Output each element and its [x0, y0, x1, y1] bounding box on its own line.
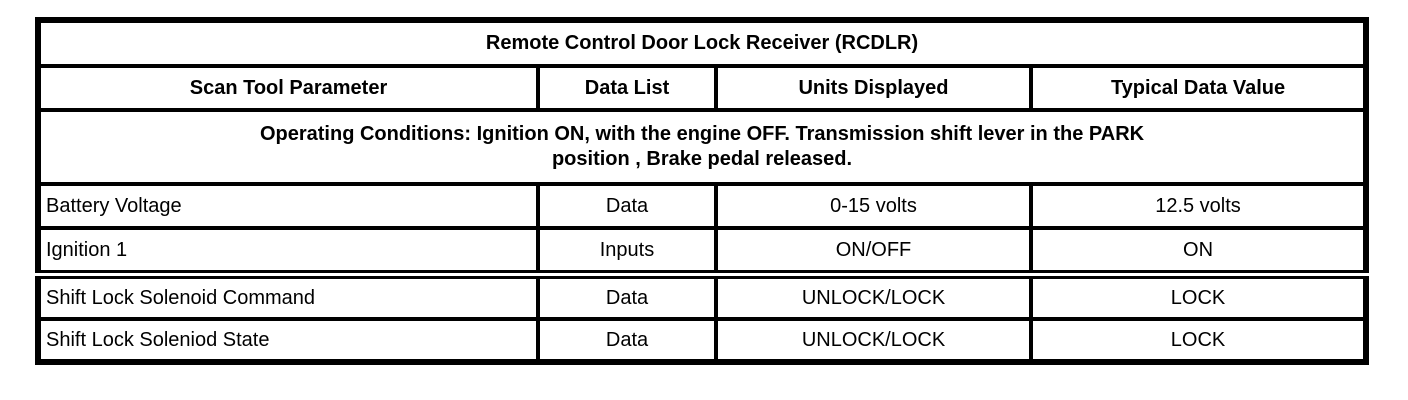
cell-data-list: Data — [536, 317, 718, 364]
operating-conditions-cell: Operating Conditions: Ignition ON, with … — [35, 108, 1369, 186]
cell-units-displayed: ON/OFF — [714, 226, 1033, 279]
table-title-row: Remote Control Door Lock Receiver (RCDLR… — [35, 18, 1369, 68]
rcdlr-scan-tool-table: Remote Control Door Lock Receiver (RCDLR… — [35, 17, 1370, 365]
cell-parameter: Battery Voltage — [36, 182, 540, 230]
cell-units-displayed: UNLOCK/LOCK — [714, 317, 1033, 364]
column-header-typical-data-value: Typical Data Value — [1028, 64, 1369, 112]
column-header-units-displayed: Units Displayed — [714, 64, 1033, 112]
operating-conditions-line2: position , Brake pedal released. — [551, 148, 853, 170]
operating-conditions-row: Operating Conditions: Ignition ON, with … — [35, 108, 1369, 186]
cell-parameter: Shift Lock Soleniod State — [36, 317, 540, 364]
cell-typical-data-value: LOCK — [1028, 272, 1369, 321]
table-row-shift-lock-solenoid-command: Shift Lock Solenoid Command Data UNLOCK/… — [36, 272, 1369, 321]
table-title: Remote Control Door Lock Receiver (RCDLR… — [35, 18, 1369, 68]
cell-data-list: Data — [536, 182, 718, 230]
cell-typical-data-value: 12.5 volts — [1028, 182, 1369, 230]
column-header-scan-tool-parameter: Scan Tool Parameter — [36, 64, 540, 112]
cell-units-displayed: UNLOCK/LOCK — [714, 272, 1033, 321]
table-row-battery-voltage: Battery Voltage Data 0-15 volts 12.5 vol… — [36, 182, 1369, 230]
operating-conditions-line1: Operating Conditions: Ignition ON, with … — [259, 123, 1145, 145]
column-header-data-list: Data List — [536, 64, 718, 112]
table-row-ignition-1: Ignition 1 Inputs ON/OFF ON — [36, 226, 1369, 279]
cell-parameter: Ignition 1 — [36, 226, 540, 279]
table-row-shift-lock-soleniod-state: Shift Lock Soleniod State Data UNLOCK/LO… — [36, 317, 1369, 364]
cell-units-displayed: 0-15 volts — [714, 182, 1033, 230]
cell-data-list: Inputs — [536, 226, 718, 279]
column-header-row: Scan Tool Parameter Data List Units Disp… — [36, 64, 1369, 112]
cell-parameter: Shift Lock Solenoid Command — [36, 272, 540, 321]
cell-typical-data-value: LOCK — [1028, 317, 1369, 364]
cell-typical-data-value: ON — [1028, 226, 1369, 279]
cell-data-list: Data — [536, 272, 718, 321]
